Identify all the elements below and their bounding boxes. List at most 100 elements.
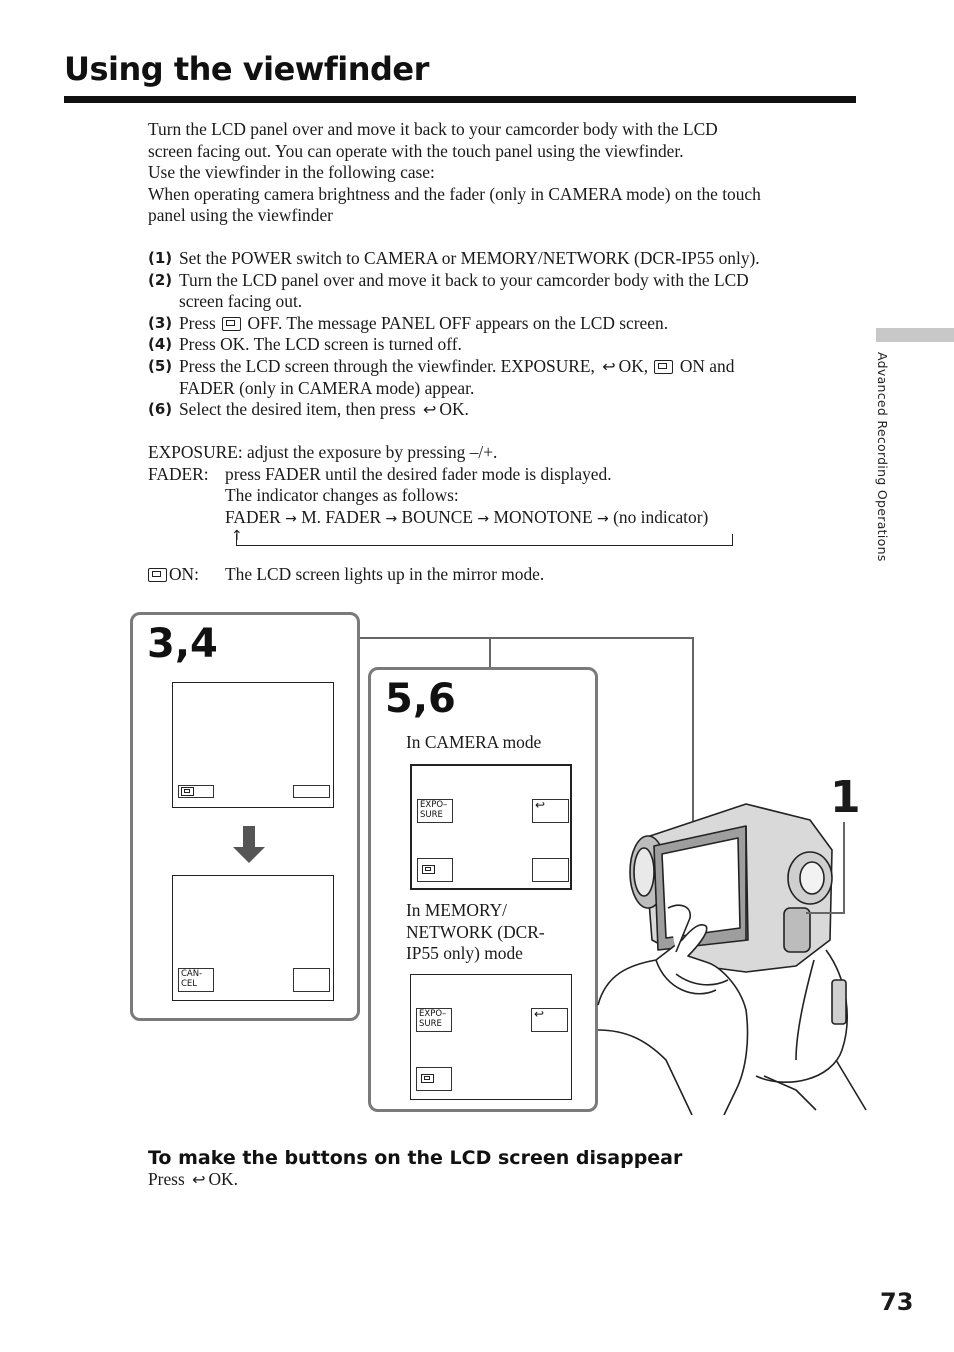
arrow-right-icon: → [477,510,490,527]
step-text: screen facing out. [179,291,303,312]
panel-step-label: 5,6 [385,676,456,722]
return-ok-icon: ↩ [535,798,546,812]
exposure-button: EXPO– SURE [417,799,453,823]
intro-line: screen facing out. You can operate with … [148,140,684,161]
title-rule [64,96,856,103]
intro-line: Use the viewfinder in the following case… [148,162,435,183]
arrow-right-icon: → [285,510,297,527]
step-text: FADER (only in CAMERA mode) appear. [179,377,475,398]
on-description: The LCD screen lights up in the mirror m… [225,564,545,585]
lcd-panel-icon [421,1074,434,1083]
lcd-panel-icon [422,865,435,874]
lcd-screen-diagram [172,682,334,808]
return-ok-icon: ↩ [602,356,616,376]
lcd-screen-diagram: EXPO– SURE ↩ [410,974,572,1100]
cancel-label: CAN- [181,969,203,979]
function-descriptions: EXPOSURE: adjust the exposure by pressin… [148,442,860,586]
figure-panel-steps-5-6: 5,6 In CAMERA mode EXPO– SURE ↩ In MEMOR… [368,667,598,1112]
intro-line: When operating camera brightness and the… [148,183,761,204]
cycle-item: FADER [225,506,281,527]
footer-text: Press [148,1169,185,1189]
step-text: Select the desired item, then press [179,399,416,420]
arrow-right-icon: → [385,510,398,527]
exposure-description: EXPOSURE: adjust the exposure by pressin… [148,442,498,462]
step-one-label: 1 [830,772,861,823]
cancel-label: CEL [181,979,198,989]
step-text: OK. [439,399,469,420]
return-ok-icon: ↩ [534,1007,545,1021]
ok-button [293,785,330,798]
mode-caption: In CAMERA mode [406,732,542,752]
lcd-screen-diagram: EXPO– SURE ↩ [410,764,572,890]
connector-line [489,637,491,668]
ok-button [293,968,330,992]
figure-panel-steps-3-4: 3,4 CAN- CEL [130,612,360,1021]
connector-line [358,637,694,639]
fader-label: FADER: [148,463,209,484]
step-text: Turn the LCD panel over and move it back… [179,269,749,290]
exposure-button: EXPO– SURE [416,1008,452,1032]
step-text: Press the LCD screen through the viewfin… [179,355,595,376]
lcd-panel-icon [222,316,242,331]
intro-line: panel using the viewfinder [148,205,333,226]
cancel-button: CAN- CEL [178,968,214,992]
arrow-down-icon [233,847,265,863]
mode-caption: In MEMORY/ NETWORK (DCR- IP55 only) mode [406,900,545,965]
exposure-label: SURE [420,810,443,820]
connector-line [843,822,845,914]
lcd-panel-icon [181,787,194,796]
exposure-label: EXPO– [420,800,448,810]
page-title: Using the viewfinder [64,50,429,88]
cycle-item: MONOTONE [493,506,593,527]
subheading: To make the buttons on the LCD screen di… [148,1147,683,1169]
intro-paragraph: Turn the LCD panel over and move it back… [148,119,860,227]
camcorder-illustration [597,803,867,1115]
step-text: Set the POWER switch to CAMERA or MEMORY… [179,248,760,268]
step-text: Press OK. The LCD screen is turned off. [179,334,462,355]
mode-caption-line: IP55 only) mode [406,943,523,964]
return-ok-button: ↩ [531,1008,568,1032]
step-item: (3) Press OFF. The message PANEL OFF app… [148,313,860,335]
step-number: (5) [148,356,173,375]
arrow-up-icon: ↑ [231,528,243,544]
section-tab [876,328,954,342]
fader-cycle: FADER → M. FADER → BOUNCE → MONOTONE → (… [225,507,708,527]
panel-step-label: 3,4 [147,621,218,667]
cycle-item: (no indicator) [613,506,709,527]
exposure-label: EXPO– [419,1009,447,1019]
mode-caption-line: In MEMORY/ [406,900,507,920]
step-text: OK, [618,355,649,376]
cycle-return-line [236,534,733,546]
return-ok-icon: ↩ [192,1170,206,1189]
step-text: Press [179,312,216,333]
footer-instruction: Press ↩OK. [148,1169,238,1191]
intro-line: Turn the LCD panel over and move it back… [148,119,718,139]
exposure-label: SURE [419,1019,442,1029]
step-number: (2) [148,270,173,289]
fader-description: press FADER until the desired fader mode… [225,463,612,484]
step-item: (5) Press the LCD screen through the vie… [148,356,860,399]
step-number: (1) [148,249,173,267]
arrow-down-icon [243,826,255,848]
step-number: (4) [148,335,173,354]
step-item: (4) Press OK. The LCD screen is turned o… [148,334,860,356]
on-label: ON: [169,564,199,585]
fader-description: The indicator changes as follows: [225,485,459,506]
footer-text: OK. [208,1169,238,1189]
lcd-on-button [416,1067,452,1091]
step-item: (2) Turn the LCD panel over and move it … [148,270,860,313]
connector-line [692,637,694,887]
return-ok-button: ↩ [532,799,569,823]
step-number: (6) [148,400,173,419]
step-item: (6) Select the desired item, then press … [148,399,860,421]
return-ok-icon: ↩ [423,400,437,420]
lcd-panel-icon [654,359,674,374]
fader-button [532,858,569,882]
arrow-right-icon: → [597,510,609,527]
step-number: (3) [148,313,173,332]
lcd-panel-icon [148,568,167,583]
cycle-item: BOUNCE [401,506,474,527]
connector-line [806,912,845,914]
cycle-item: M. FADER [301,506,382,527]
lcd-on-button [417,858,453,882]
